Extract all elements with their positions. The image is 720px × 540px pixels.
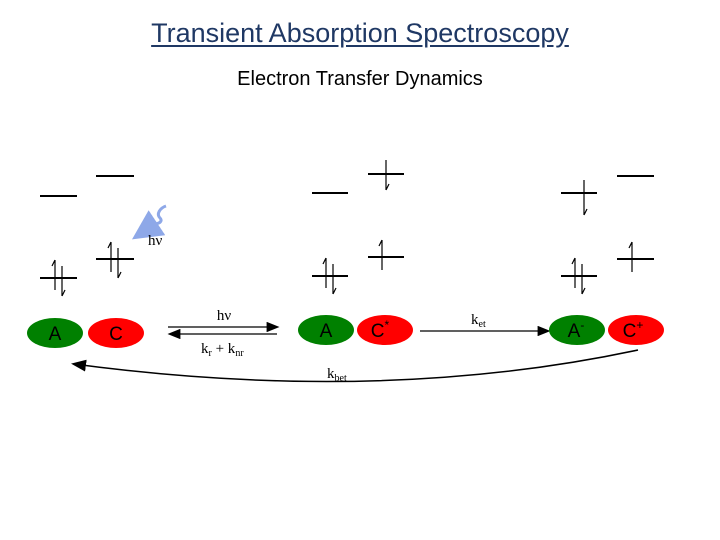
species-label-a1: A xyxy=(49,324,62,345)
chromophore-ellipse-c1 xyxy=(88,318,144,348)
bet-rate-label: kbet xyxy=(327,366,347,384)
absorb-label: hν xyxy=(217,308,232,324)
electron-pair-icon xyxy=(107,241,122,279)
electron-pair-icon xyxy=(51,259,66,297)
chromophore-ellipse-c3 xyxy=(608,315,664,345)
acceptor-ellipse-a3 xyxy=(549,315,605,345)
energy-group-charge-separated: A- C+ xyxy=(549,175,664,345)
photon-label: hν xyxy=(148,233,163,249)
electron-half-arrow-icon xyxy=(378,239,383,270)
decay-rate-label: kr + knr xyxy=(201,341,244,359)
electron-half-arrow-icon xyxy=(583,180,588,216)
species-label-a2: A xyxy=(320,321,333,342)
energy-group-excited: A C* xyxy=(298,160,413,345)
species-label-a3: A- xyxy=(568,318,585,342)
energy-group-initial: hν A C xyxy=(27,175,167,348)
acceptor-ellipse-a2 xyxy=(298,315,354,345)
et-rate-label: ket xyxy=(471,312,486,330)
species-label-c3: C+ xyxy=(623,318,644,342)
electron-half-arrow-icon xyxy=(385,160,390,191)
electron-transfer-step: ket xyxy=(420,312,551,337)
electron-pair-icon xyxy=(322,257,337,295)
electron-half-arrow-icon xyxy=(628,241,633,272)
page-title: Transient Absorption Spectroscopy xyxy=(151,18,569,48)
page-subtitle: Electron Transfer Dynamics xyxy=(237,68,483,90)
excitation-equilibrium: hν kr + knr xyxy=(167,308,280,359)
chromophore-ellipse-c2 xyxy=(357,315,413,345)
acceptor-ellipse-a1 xyxy=(27,318,83,348)
wavy-photon-icon xyxy=(132,204,167,240)
bet-arrow xyxy=(71,349,639,383)
species-label-c1: C xyxy=(109,324,123,345)
electron-pair-icon xyxy=(571,257,586,295)
species-label-c2: C* xyxy=(371,318,390,342)
back-electron-transfer: kbet xyxy=(71,349,639,384)
